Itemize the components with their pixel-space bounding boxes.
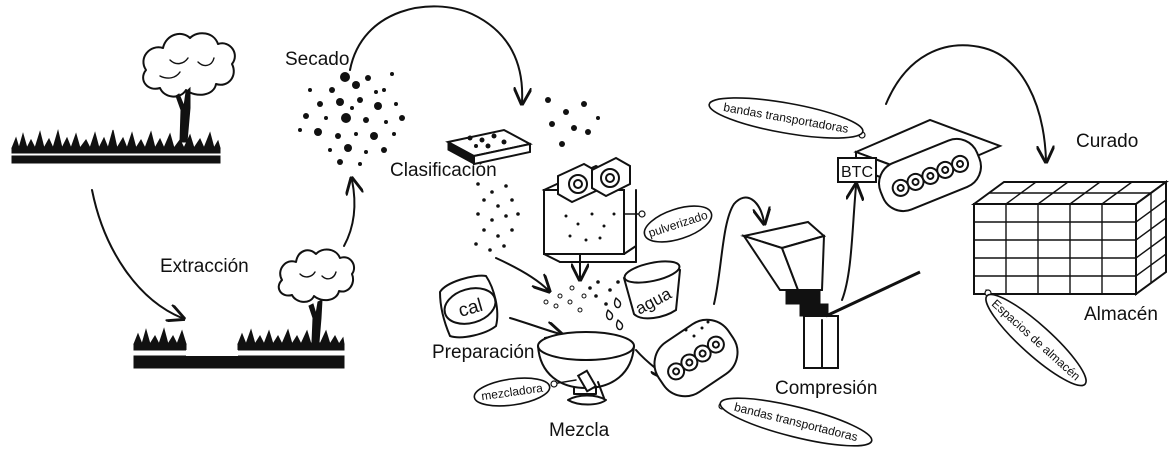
sieved-fine-particles-icon bbox=[474, 182, 520, 252]
pulverizer-machine-icon bbox=[541, 156, 637, 263]
btc-block-label: BTC bbox=[841, 164, 873, 181]
callout-storage-spaces: Espacios de almacén bbox=[984, 289, 1087, 387]
arrow-sieve-to-mix bbox=[495, 257, 548, 290]
arrow-extraction-to-drying bbox=[343, 180, 354, 247]
arrow-conveyor-to-press bbox=[713, 196, 764, 305]
arrow-btc-to-curing bbox=[885, 44, 1046, 160]
stage-label-compression: Compresión bbox=[775, 378, 877, 399]
arrow-drying-to-classification bbox=[349, 5, 522, 102]
stage-label-storage: Almacén bbox=[1084, 304, 1158, 325]
stage-label-curing: Curado bbox=[1076, 131, 1138, 152]
mixer-bowl-icon bbox=[537, 331, 635, 406]
stage-label-mixing: Mezcla bbox=[549, 420, 610, 441]
arrow-press-to-btc-conveyor bbox=[841, 186, 856, 301]
mixture-particles-icon bbox=[543, 280, 620, 313]
stage-label-classification: Clasificación bbox=[390, 160, 497, 181]
ground-with-tree-icon bbox=[11, 32, 236, 164]
stage-label-extraction: Extracción bbox=[160, 256, 249, 277]
coarse-particles-icon bbox=[545, 97, 600, 147]
stage-label-drying: Secado bbox=[285, 49, 349, 70]
callout-pulverized: pulverizado bbox=[623, 205, 713, 243]
btc-conveyor-icon: BTC bbox=[837, 118, 1003, 213]
callout-storage-spaces-text: Espacios de almacén bbox=[989, 297, 1083, 384]
block-storage-stack-icon bbox=[970, 180, 1170, 296]
compression-press-icon bbox=[740, 220, 921, 369]
lime-bag-icon: cal bbox=[438, 274, 499, 339]
stage-label-preparation: Preparación bbox=[432, 342, 534, 363]
arrow-ground-to-extraction bbox=[91, 189, 182, 318]
dried-soil-particles-icon bbox=[298, 72, 405, 166]
conveyor-belt-low-icon bbox=[653, 318, 739, 398]
callout-conveyor-high: bandas transportadoras bbox=[708, 97, 866, 139]
excavated-ground-icon bbox=[133, 248, 356, 369]
arrow-lime-to-mixer bbox=[509, 317, 560, 334]
sieve-box-icon bbox=[445, 128, 533, 166]
water-bucket-icon: agua bbox=[605, 260, 682, 331]
callout-mixer: mezcladora bbox=[473, 377, 577, 407]
